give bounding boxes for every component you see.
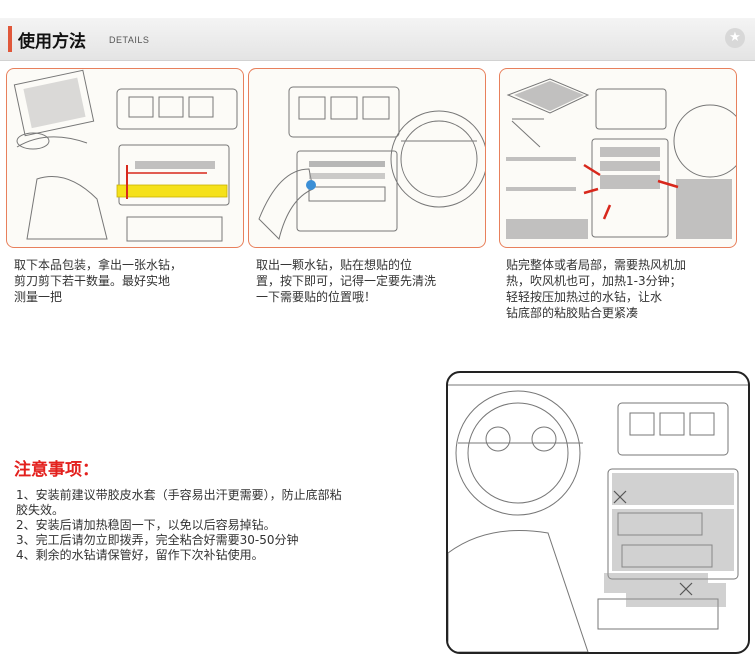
notice-list: 1、安装前建议带胶皮水套（手容易出汗更需要），防止底部粘 胶失效。 2、安装后请…: [16, 488, 416, 563]
step-1-line: 测量一把: [14, 290, 63, 304]
notice-title: 注意事项：: [14, 460, 99, 480]
step-3-line: 轻轻按压加热过的水钻，让水: [506, 290, 663, 304]
notice-item: 2、安装后请加热稳固一下，以免以后容易掉钻。: [16, 518, 276, 532]
notice-item: 4、剩余的水钻请保管好，留作下次补钻使用。: [16, 548, 264, 562]
step-2-drawing: [258, 86, 485, 240]
step-2-line: 置，按下即可，记得一定要先清洗: [256, 274, 437, 288]
dashboard-illustration: [446, 371, 750, 654]
star-icon[interactable]: ★: [725, 28, 745, 48]
section-subtitle: DETAILS: [109, 35, 150, 45]
step-1-drawing: [13, 69, 238, 242]
section-header: 使用方法 DETAILS ★: [0, 18, 755, 61]
step-2-illustration: [248, 68, 486, 248]
step-2-line: 一下需要贴的位置哦！: [256, 290, 377, 304]
header-accent-bar: [8, 26, 12, 52]
step-3-line: 钻底部的粘胶贴合更紧凑: [506, 306, 639, 320]
section-title: 使用方法: [18, 32, 86, 52]
step-3-illustration: [499, 68, 737, 248]
notice-item: 3、完工后请勿立即拨弄，完全粘合好需要30-50分钟: [16, 533, 299, 547]
step-1-line: 剪刀剪下若干数量。最好实地: [14, 274, 171, 288]
notice-item: 胶失效。: [16, 503, 65, 517]
step-1-line: 取下本品包装，拿出一张水钻，: [14, 258, 183, 272]
step-1-text: 取下本品包装，拿出一张水钻， 剪刀剪下若干数量。最好实地 测量一把: [14, 257, 182, 305]
dashboard-drawing: [448, 384, 748, 652]
step-1-illustration: [6, 68, 244, 248]
notice-item: 1、安装前建议带胶皮水套（手容易出汗更需要），防止底部粘: [16, 488, 342, 502]
step-3-line: 热，吹风机也可，加热1-3分钟；: [506, 274, 682, 288]
step-2-text: 取出一颗水钻，贴在想贴的位 置，按下即可，记得一定要先清洗 一下需要贴的位置哦！: [256, 257, 436, 305]
step-3-text: 贴完整体或者局部，需要热风机加 热，吹风机也可，加热1-3分钟； 轻轻按压加热过…: [506, 257, 686, 321]
step-2-line: 取出一颗水钻，贴在想贴的位: [256, 258, 413, 272]
step-3-drawing: [506, 78, 736, 239]
step-3-line: 贴完整体或者局部，需要热风机加: [506, 258, 687, 272]
